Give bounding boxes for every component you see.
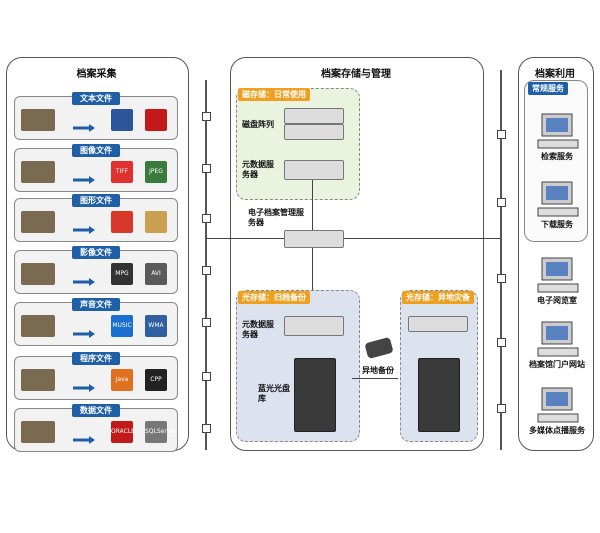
mgmt-right-link (344, 238, 500, 239)
meta-server-2 (284, 316, 344, 336)
service-label: 多媒体点播服务 (529, 426, 585, 435)
disk-array-label: 磁盘阵列 (242, 120, 274, 129)
arrow-icon (73, 271, 95, 286)
computer-icon (536, 386, 580, 430)
bus-connector (497, 198, 506, 207)
daily-zone-label: 磁存储：日常使用 (238, 88, 310, 101)
bus-connector (202, 424, 211, 433)
mgmt-server (284, 230, 344, 248)
category-2: 图像文件 TIFF JPEG (14, 144, 178, 192)
oracle-icon: ORACLE (111, 421, 135, 443)
bus-connector (497, 274, 506, 283)
service-label: 档案馆门户网站 (529, 360, 585, 369)
regular-services-label: 常规服务 (528, 82, 568, 95)
service-label: 下载服务 (541, 220, 573, 229)
code-window-icon (21, 369, 55, 391)
office-logo-icon (21, 109, 55, 131)
arrow-icon (73, 219, 95, 234)
utilization-title: 档案利用 (535, 69, 575, 80)
bus-connector (497, 338, 506, 347)
disk-array-server-2 (284, 124, 344, 140)
category-3: 图形文件 (14, 194, 178, 242)
service-label: 电子阅览室 (537, 296, 577, 305)
disaster-server (408, 316, 468, 332)
category-6: 程序文件 Java CPP (14, 352, 178, 400)
dwg-file-icon (145, 211, 167, 233)
arrow-icon (73, 323, 95, 338)
category-label: 程序文件 (72, 352, 120, 365)
computer-icon (536, 112, 580, 156)
bus-connector (497, 404, 506, 413)
arrow-icon (73, 117, 95, 132)
bus-connector (202, 372, 211, 381)
bus-connector (202, 112, 211, 121)
category-label: 数据文件 (72, 404, 120, 417)
tiff-file-icon: TIFF (111, 161, 133, 183)
bus-connector (202, 318, 211, 327)
arrow-icon (73, 429, 95, 444)
database-icon (21, 421, 55, 443)
music-file-icon: MUSIC (111, 315, 133, 337)
disk-array-server-1 (284, 108, 344, 124)
jpeg-file-icon: JPEG (145, 161, 167, 183)
offsite-label: 异地备份 (362, 366, 394, 375)
bus-connector (202, 164, 211, 173)
category-label: 声音文件 (72, 298, 120, 311)
photo-camera-icon (21, 161, 55, 183)
mgmt-link-up (312, 180, 313, 230)
daily-zone (236, 88, 360, 200)
mpg-file-icon: MPG (111, 263, 133, 285)
utilization-bus-line (500, 70, 502, 450)
bus-connector (202, 266, 211, 275)
mgmt-server-label: 电子档案管理服务器 (248, 208, 304, 227)
computer-icon (536, 320, 580, 364)
computer-icon (536, 256, 580, 300)
arrow-icon (73, 377, 95, 392)
disaster-library (418, 358, 460, 432)
film-projector-icon (21, 263, 55, 285)
meta-server-1-label: 元数据服务器 (242, 160, 274, 179)
tape-recorder-icon (21, 315, 55, 337)
category-5: 声音文件 MUSIC WMA (14, 298, 178, 346)
arrow-icon (73, 169, 95, 184)
bus-connector (202, 214, 211, 223)
category-7: 数据文件 ORACLE SQLServer (14, 404, 178, 452)
bluray-label: 蓝光光盘库 (258, 384, 290, 403)
java-icon: Java (111, 369, 133, 391)
category-label: 文本文件 (72, 92, 120, 105)
bus-connector (497, 130, 506, 139)
computer-icon (536, 180, 580, 224)
word-doc-icon (111, 109, 133, 131)
category-label: 图形文件 (72, 194, 120, 207)
wma-file-icon: WMA (145, 315, 167, 337)
service-label: 检索服务 (541, 152, 573, 161)
bluray-library (294, 358, 336, 432)
disaster-zone-label: 光存储：异地灾备 (402, 291, 474, 304)
category-label: 图像文件 (72, 144, 120, 157)
blueprint-icon (21, 211, 55, 233)
solidworks-icon (111, 211, 133, 233)
storage-title: 档案存储与管理 (321, 69, 391, 80)
offsite-link (352, 378, 398, 379)
mgmt-left-link (207, 238, 284, 239)
avi-file-icon: AVI (145, 263, 167, 285)
collection-title: 档案采集 (76, 69, 117, 80)
sqlserver-icon: SQLServer (145, 421, 177, 443)
meta-server-1 (284, 160, 344, 180)
archive-zone-label: 光存储：归档备份 (238, 291, 310, 304)
mgmt-link-down (312, 248, 313, 294)
pdf-doc-icon (145, 109, 167, 131)
category-label: 影像文件 (72, 246, 120, 259)
collection-bus-line (205, 80, 207, 450)
cpp-icon: CPP (145, 369, 167, 391)
category-1: 文本文件 (14, 92, 178, 140)
category-4: 影像文件 MPG AVI (14, 246, 178, 294)
meta-server-2-label: 元数据服务器 (242, 320, 274, 339)
